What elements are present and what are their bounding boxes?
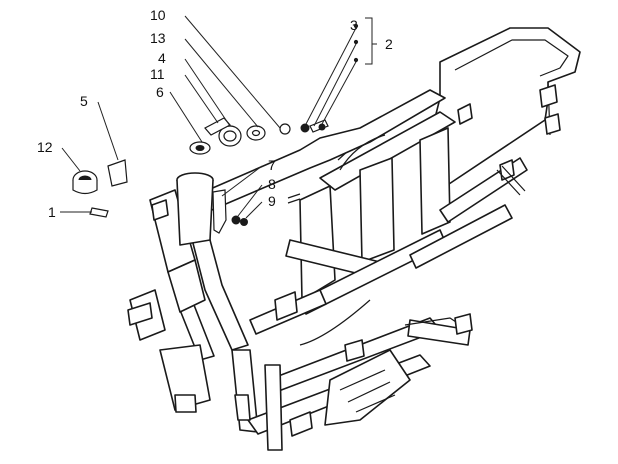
part-7-bracket	[212, 189, 227, 234]
part-11-gasket	[218, 125, 242, 147]
callout-7: 7	[268, 157, 276, 173]
part-1-clip	[89, 207, 109, 218]
part-4-ring	[204, 117, 231, 136]
callout-9: 9	[268, 193, 276, 209]
callout-6: 6	[156, 84, 164, 100]
callout-11: 11	[150, 66, 165, 82]
part-8-nut	[231, 215, 241, 225]
callout-labels: 10 13 4 11 6 5 12 1 3 2 7 8 9	[37, 7, 393, 220]
scooter-frame	[127, 27, 581, 451]
part-6-fuel-cap	[189, 141, 211, 155]
leader-lines	[60, 15, 377, 219]
part-13-washer	[246, 125, 266, 141]
part-3-screw	[300, 119, 329, 133]
callout-13: 13	[150, 30, 166, 46]
part-9-washer	[240, 218, 248, 226]
callout-10: 10	[150, 7, 166, 23]
callout-3: 3	[350, 17, 358, 33]
bracket-dots	[353, 23, 359, 63]
callout-4: 4	[158, 50, 166, 66]
callout-8: 8	[268, 176, 276, 192]
callout-12: 12	[37, 139, 53, 155]
callout-2: 2	[385, 36, 393, 52]
part-12-lock-cylinder	[72, 170, 98, 195]
part-5-cap	[107, 159, 128, 187]
part-10-oring	[279, 123, 291, 135]
callout-5: 5	[80, 93, 88, 109]
callout-1: 1	[48, 204, 56, 220]
